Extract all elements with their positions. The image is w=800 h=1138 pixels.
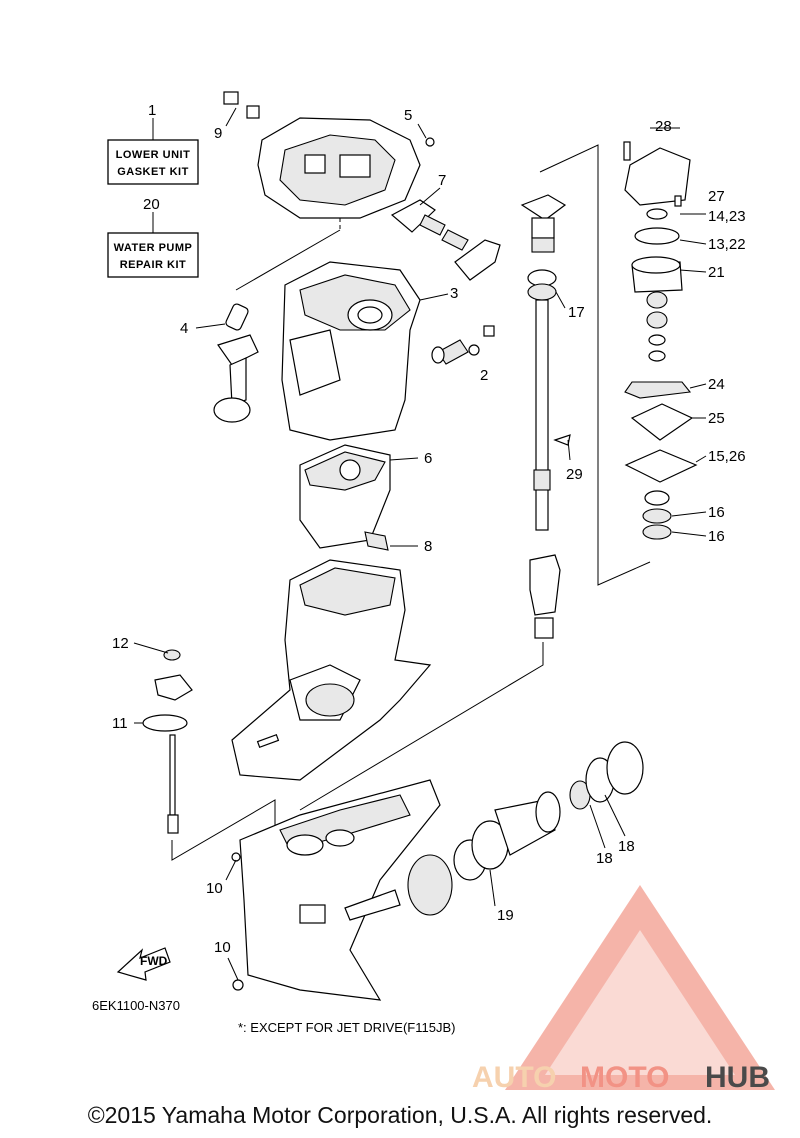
callout-16: 16 — [708, 528, 725, 545]
callout-17: 17 — [568, 304, 585, 321]
callout-8: 8 — [424, 538, 432, 555]
diagram-code: 6EK1100-N370 — [92, 998, 180, 1013]
callout-27: 27 — [708, 188, 725, 205]
watermark-text-hub: HUB — [705, 1061, 770, 1094]
callout-9: 9 — [214, 125, 222, 142]
callout-18: 18 — [596, 850, 613, 867]
watermark-text-auto: AUTO — [472, 1061, 556, 1094]
water-pump-assembly — [623, 127, 698, 540]
sensor-assembly — [142, 649, 276, 870]
kit-label-line2: GASKET KIT — [117, 166, 189, 178]
valve-spring-assembly — [419, 214, 501, 281]
pinion-gear-bearings — [407, 741, 644, 916]
gearcase-bottom — [231, 779, 441, 1001]
leader-lines — [133, 213, 707, 981]
fwd-arrow-icon: FWD — [116, 947, 171, 981]
callout-12: 12 — [112, 635, 129, 652]
insert-8 — [364, 531, 418, 551]
gasket-7 — [390, 187, 441, 233]
callout-28: 28 — [655, 118, 672, 135]
callout-6: 6 — [424, 450, 432, 467]
water-pump-repair-kit-box: WATER PUMP REPAIR KIT — [107, 212, 199, 278]
seal-4 — [195, 303, 249, 331]
callout-20: 20 — [143, 196, 160, 213]
callout-labels: 1 20 9 5 7 4 3 2 6 8 12 11 10 10 19 18 1… — [112, 102, 746, 956]
callout-3: 3 — [450, 285, 458, 302]
kit-label-line2: REPAIR KIT — [120, 259, 187, 271]
callout-21: 21 — [708, 264, 725, 281]
lower-gearcase-housing — [231, 559, 432, 781]
callout-14-23: 14,23 — [708, 208, 746, 225]
callout-13-22: 13,22 — [708, 236, 746, 253]
callout-7: 7 — [438, 172, 446, 189]
drive-shaft-assembly — [299, 144, 651, 811]
callout-25: 25 — [708, 410, 725, 427]
callout-18: 18 — [618, 838, 635, 855]
copyright-footer: ©2015 Yamaha Motor Corporation, U.S.A. A… — [87, 1102, 713, 1128]
callout-10: 10 — [214, 939, 231, 956]
callout-24: 24 — [708, 376, 725, 393]
gasket-plate-6 — [299, 444, 419, 549]
callout-1: 1 — [148, 102, 156, 119]
callout-29: 29 — [566, 466, 583, 483]
callout-15-26: 15,26 — [708, 448, 746, 465]
bolt-5 — [417, 123, 435, 147]
water-tube-lower — [213, 334, 259, 423]
kit-label-line1: WATER PUMP — [114, 242, 193, 254]
footnote: *: EXCEPT FOR JET DRIVE(F115JB) — [238, 1020, 455, 1035]
watermark-triangle-icon — [505, 885, 775, 1090]
callout-10: 10 — [206, 880, 223, 897]
fwd-label: FWD — [140, 954, 168, 968]
callout-11: 11 — [112, 715, 128, 732]
callout-16: 16 — [708, 504, 725, 521]
lower-unit-gasket-kit-box: LOWER UNIT GASKET KIT — [107, 118, 199, 185]
callout-4: 4 — [180, 320, 188, 337]
plug-2 — [431, 325, 495, 365]
kit-label-line1: LOWER UNIT — [116, 149, 191, 161]
callout-19: 19 — [497, 907, 514, 924]
watermark-logo: AUTO MOTO HUB — [472, 885, 775, 1094]
upper-casing-plate — [235, 117, 421, 291]
upper-housing-3 — [281, 261, 449, 441]
callout-5: 5 — [404, 107, 412, 124]
callout-2: 2 — [480, 367, 488, 384]
watermark-text-moto: MOTO — [580, 1061, 669, 1094]
bolt-9 — [223, 91, 260, 127]
